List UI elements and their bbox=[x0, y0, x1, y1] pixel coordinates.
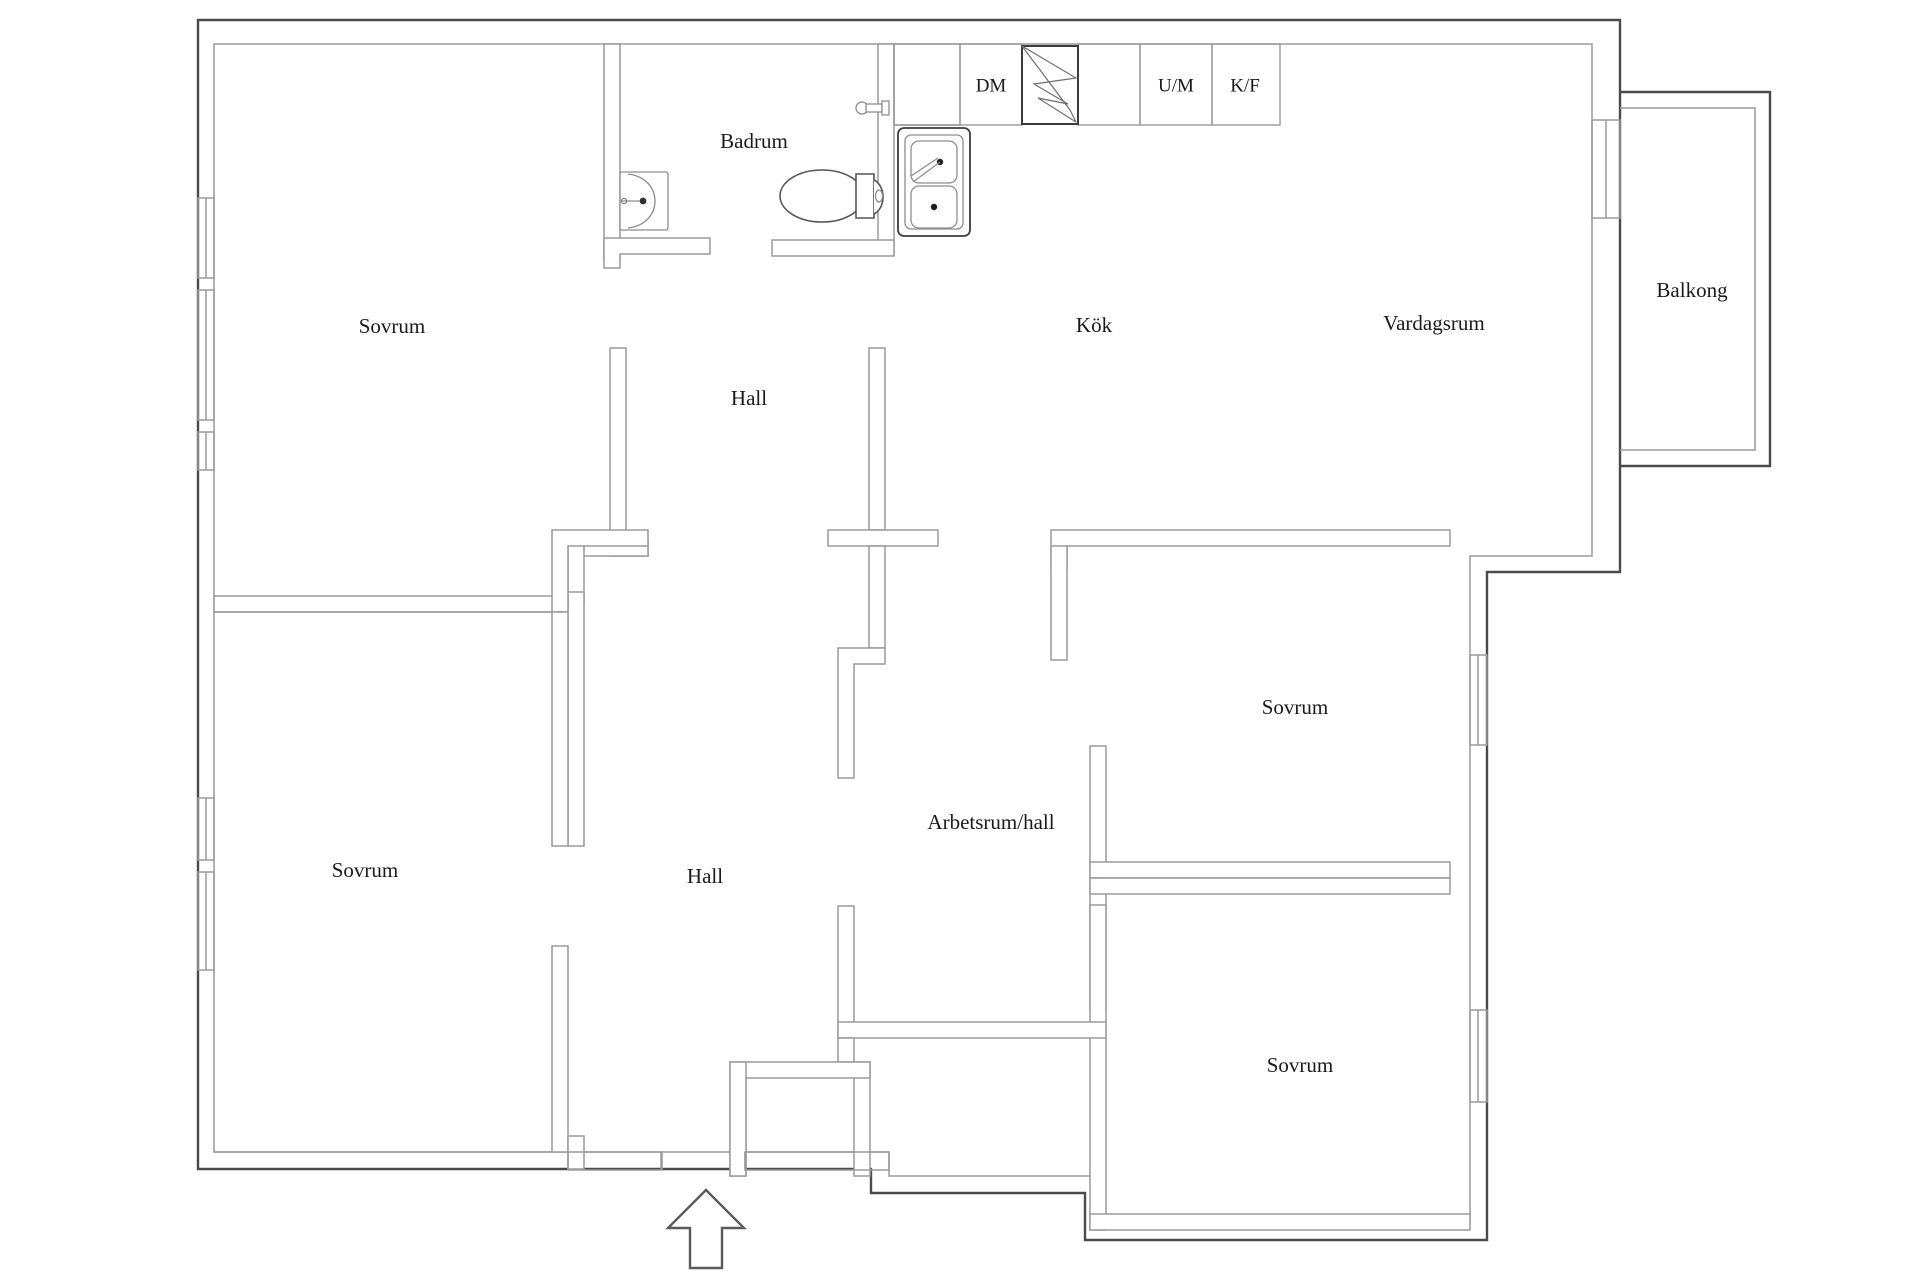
room-label-sovrum-mid-right: Sovrum bbox=[1262, 695, 1329, 719]
entrance-arrow bbox=[665, 1188, 747, 1270]
room-labels: Sovrum Badrum Hall Kök Vardagsrum Balkon… bbox=[332, 129, 1728, 1077]
room-label-sovrum-top-left: Sovrum bbox=[359, 314, 426, 338]
door-handle-icon bbox=[855, 100, 890, 116]
inner-wall-face bbox=[213, 43, 1593, 1223]
room-label-sovrum-bottom-left: Sovrum bbox=[332, 858, 399, 882]
appliance-label-dm: DM bbox=[976, 75, 1007, 96]
sink-icon bbox=[619, 171, 669, 231]
room-label-vardagsrum: Vardagsrum bbox=[1383, 311, 1484, 335]
windows-right-wall bbox=[1469, 654, 1488, 1103]
outer-wall-envelope bbox=[196, 18, 1622, 1242]
double-sink-icon bbox=[897, 127, 971, 237]
kitchen-appliance-labels: DM U/M K/F bbox=[976, 75, 1260, 96]
room-label-hall-lower: Hall bbox=[687, 864, 723, 888]
room-label-arbetsrum-hall: Arbetsrum/hall bbox=[927, 810, 1054, 834]
room-label-hall-upper: Hall bbox=[731, 386, 767, 410]
toilet-icon bbox=[779, 169, 884, 223]
windows-left-wall bbox=[197, 197, 215, 971]
room-label-badrum: Badrum bbox=[720, 129, 788, 153]
balcony-structure bbox=[1591, 90, 1772, 468]
room-label-sovrum-bottom-right: Sovrum bbox=[1267, 1053, 1334, 1077]
room-label-kok: Kök bbox=[1076, 313, 1113, 337]
appliance-label-kf: K/F bbox=[1230, 75, 1260, 96]
room-label-balkong: Balkong bbox=[1656, 278, 1728, 302]
interior-walls bbox=[213, 43, 1471, 1231]
appliance-label-um: U/M bbox=[1158, 75, 1194, 96]
bathroom-fixtures bbox=[619, 100, 890, 231]
